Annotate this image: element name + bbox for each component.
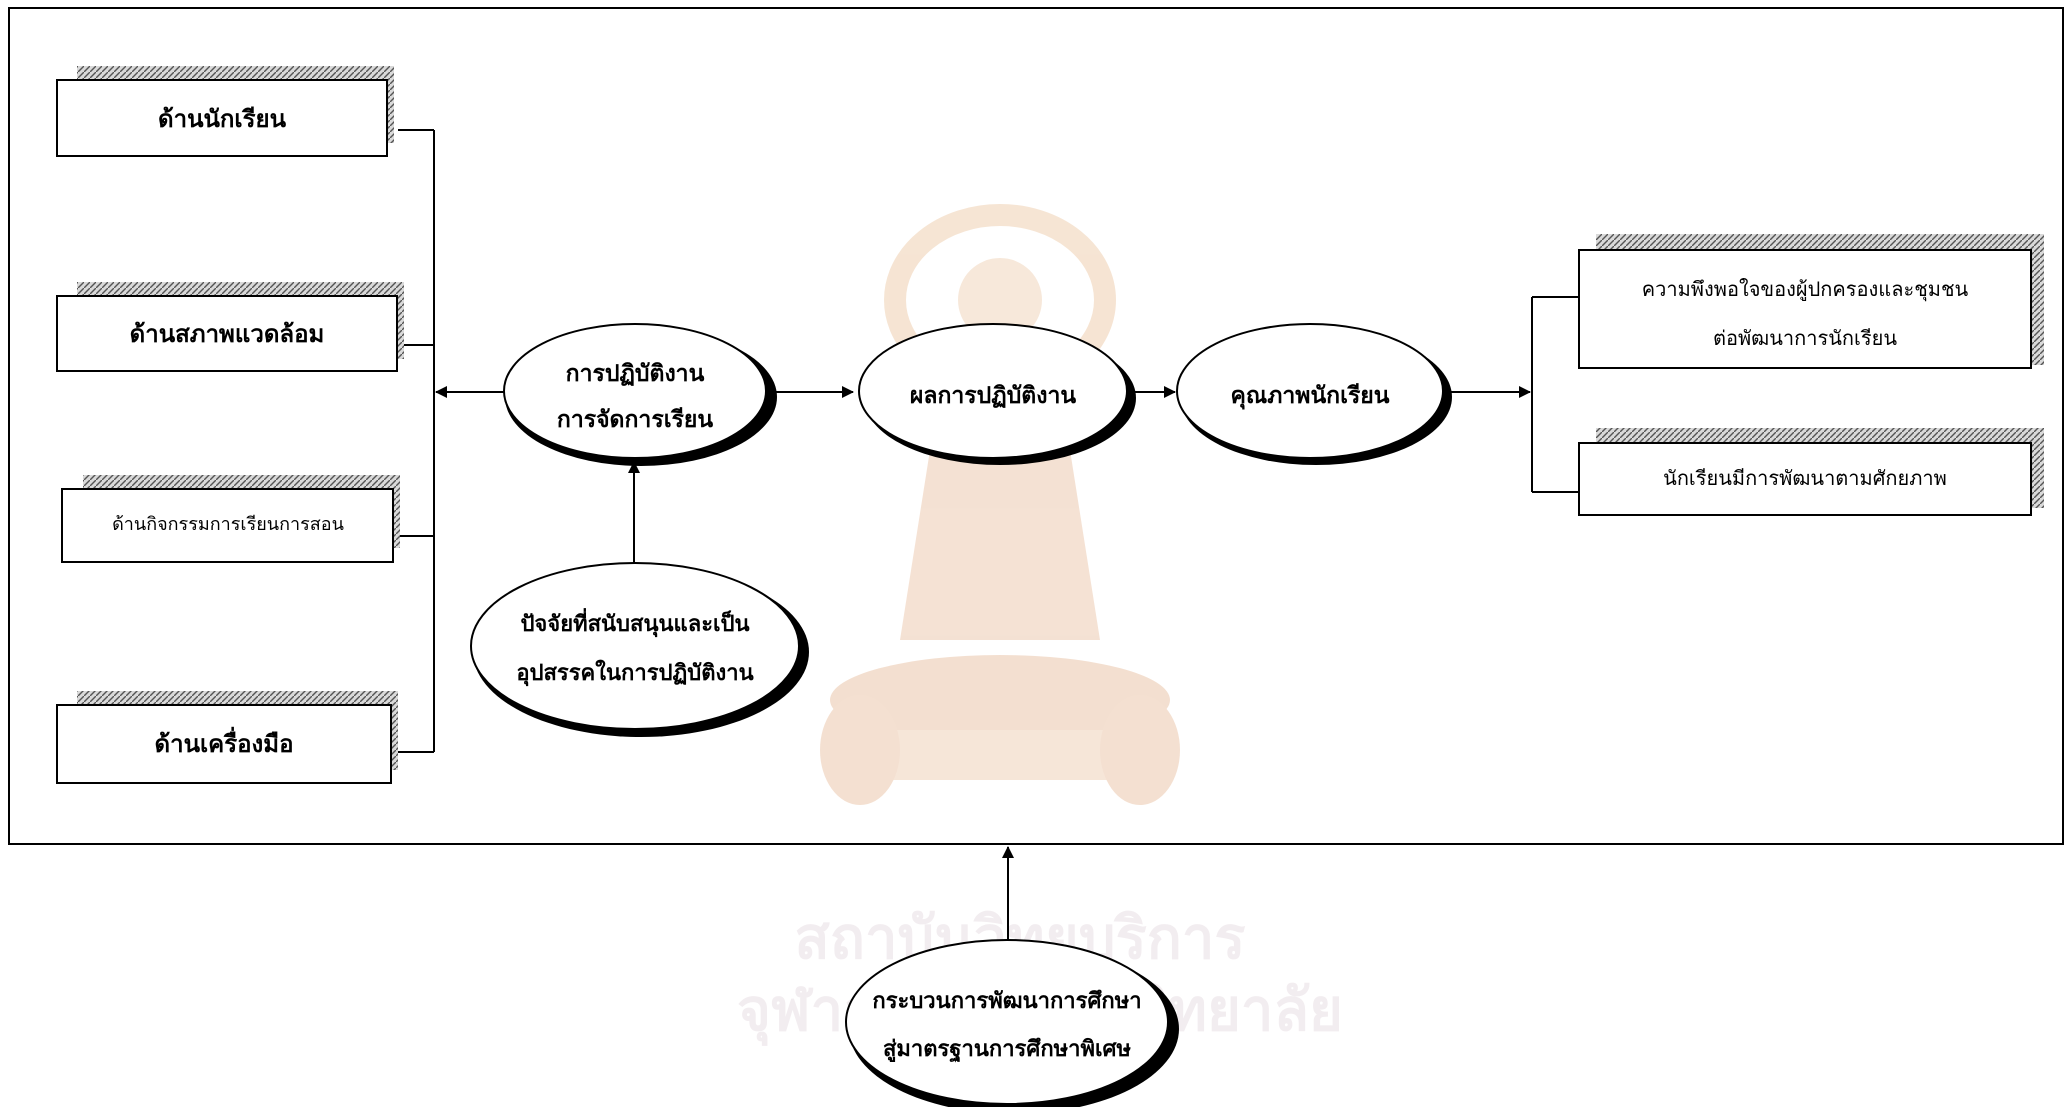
left-factor-box-4: ด้านเครื่องมือ xyxy=(56,691,398,784)
main-frame xyxy=(8,7,2064,845)
quality-ellipse: คุณภาพนักเรียน xyxy=(1176,323,1452,465)
support-ellipse: ปัจจัยที่สนับสนุนและเป็น อุปสรรคในการปฏิ… xyxy=(470,562,809,737)
left-factor-box-3: ด้านกิจกรรมการเรียนการสอน xyxy=(61,475,400,563)
process-line2: การจัดการเรียน xyxy=(557,407,713,433)
left-factor-box-1: ด้านนักเรียน xyxy=(56,66,394,157)
outcome-2-line1: นักเรียนมีการพัฒนาตามศักยภาพ xyxy=(1663,466,1947,490)
seal-logo xyxy=(820,204,1180,805)
result-label: ผลการปฏิบัติงาน xyxy=(910,383,1076,409)
bottom-line2: สู่มาตรฐานการศึกษาพิเศษ xyxy=(883,1037,1132,1063)
result-ellipse: ผลการปฏิบัติงาน xyxy=(858,323,1136,465)
outcome-1-line2: ต่อพัฒนาการนักเรียน xyxy=(1713,326,1897,350)
left-factor-label-4: ด้านเครื่องมือ xyxy=(155,726,294,758)
bottom-ellipse: กระบวนการพัฒนาการศึกษา สู่มาตรฐานการศึกษ… xyxy=(845,939,1179,1107)
support-line1: ปัจจัยที่สนับสนุนและเป็น xyxy=(520,607,749,638)
left-factor-label-2: ด้านสภาพแวดล้อม xyxy=(130,320,325,348)
outcome-1-line1: ความพึงพอใจของผู้ปกครองและชุมชน xyxy=(1642,277,1969,302)
outcome-box-2: นักเรียนมีการพัฒนาตามศักยภาพ xyxy=(1578,428,2044,516)
outcome-box-1: ความพึงพอใจของผู้ปกครองและชุมชน ต่อพัฒนา… xyxy=(1578,234,2044,369)
left-factor-box-2: ด้านสภาพแวดล้อม xyxy=(56,282,404,372)
left-factor-label-1: ด้านนักเรียน xyxy=(158,105,287,133)
support-line2: อุปสรรคในการปฏิบัติงาน xyxy=(516,659,753,687)
right-bracket xyxy=(1531,296,1579,493)
bottom-line1: กระบวนการพัฒนาการศึกษา xyxy=(872,989,1141,1014)
quality-label: คุณภาพนักเรียน xyxy=(1230,383,1389,410)
process-line1: การปฏิบัติงาน xyxy=(566,361,705,387)
left-bracket xyxy=(398,129,435,753)
process-ellipse: การปฏิบัติงาน การจัดการเรียน xyxy=(503,323,777,466)
left-factor-label-3: ด้านกิจกรรมการเรียนการสอน xyxy=(112,514,344,535)
